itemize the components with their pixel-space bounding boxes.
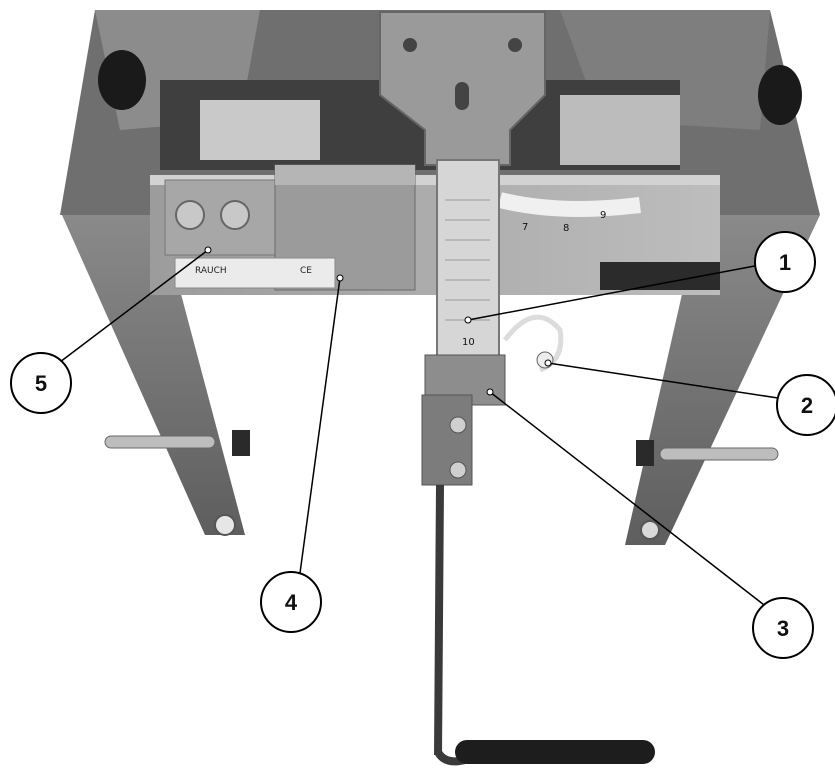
callout-3: 3 [486, 388, 814, 659]
callout-label: 1 [779, 250, 791, 275]
rubber-bumper-right [758, 65, 802, 125]
scale-mark: 8 [563, 223, 569, 234]
scale-mark: 7 [522, 222, 528, 233]
callout-label: 2 [801, 393, 813, 418]
end-bracket [164, 179, 281, 256]
lower-link-pin-left [104, 430, 250, 456]
scale-mark: 9 [600, 210, 606, 221]
type-plate: RAUCH CE [174, 257, 336, 289]
graduated-bar: 10 [436, 159, 500, 361]
rate-scale: 7 8 9 [498, 192, 641, 234]
lower-link-pin-right [636, 440, 779, 466]
scale-mark: 10 [462, 337, 475, 348]
crank-handle [434, 484, 655, 766]
callout-label: 3 [777, 616, 789, 641]
callout-label: 5 [35, 371, 47, 396]
adjusting-block [421, 354, 506, 486]
callout-4: 4 [260, 274, 344, 633]
plate-brand: RAUCH [195, 266, 227, 276]
frame-leg-left [62, 215, 245, 536]
callout-5: 5 [10, 246, 212, 414]
callout-2: 2 [544, 359, 835, 436]
mounting-plate [379, 11, 546, 166]
hopper [60, 10, 820, 215]
callout-1: 1 [464, 231, 816, 324]
frame-leg-right [625, 215, 820, 545]
rubber-bumper-left [98, 50, 146, 110]
plate-ce-mark: CE [300, 266, 312, 276]
spring-clip [503, 314, 564, 373]
callout-label: 4 [285, 590, 298, 615]
